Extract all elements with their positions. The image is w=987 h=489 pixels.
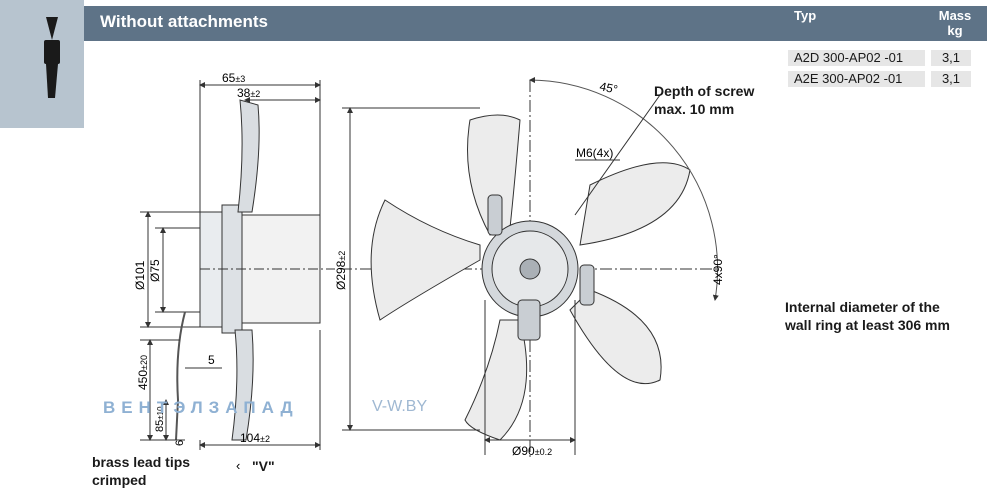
dim-m6: M6(4x) [576,146,613,160]
table-header-bar [774,6,987,41]
fan-side-icon [44,17,60,98]
table-row-1-typ: A2D 300-AP02 -01 [788,50,925,66]
dim-38: 38±2 [237,86,260,100]
dim-450: 450±20 [136,355,150,390]
view-label: "V" [252,458,275,474]
side-view [140,80,335,450]
view-arrow-icon: ‹ [236,458,240,473]
mass-unit: kg [947,23,963,38]
dim-65: 65±3 [222,71,245,85]
dim-104: 104±2 [240,431,270,445]
brass-lead-note: brass lead tips crimped [92,453,190,489]
dim-6: 6 [174,440,186,446]
angle-45: 45° [598,79,619,97]
dim-101: Ø101 [133,260,147,290]
table-row-2-typ: A2E 300-AP02 -01 [788,71,925,87]
screw-depth-note: Depth of screw max. 10 mm [654,82,754,118]
watermark-brand: ВЕНТЭЛЗАПАД [103,398,299,417]
page-title: Without attachments [100,12,268,31]
table-row-1-mass: 3,1 [931,50,971,66]
column-header-typ: Typ [794,8,817,23]
header-bar [84,6,774,41]
dim-5: 5 [208,353,215,367]
angle-4x90: 4x90° [711,254,725,285]
wall-ring-note: Internal diameter of the wall ring at le… [785,298,950,334]
wall-note-line-2: wall ring at least 306 mm [785,317,950,333]
front-view [340,77,720,460]
screw-note-line-1: Depth of screw [654,83,755,99]
wall-note-line-1: Internal diameter of the [785,299,940,315]
brass-note-line-1: brass lead tips [92,454,191,470]
brass-note-line-2: crimped [92,472,147,488]
watermark-site: V-W.BY [372,398,428,415]
screw-note-line-2: max. 10 mm [654,101,735,117]
side-tab [0,0,84,128]
dim-90: Ø90±0.2 [512,444,552,458]
dim-298: Ø298±2 [334,251,348,290]
table-row-2-mass: 3,1 [931,71,971,87]
dim-75: Ø75 [148,259,162,282]
mass-label: Mass [938,8,972,23]
column-header-mass: Mass kg [930,8,980,38]
dim-85: 85±10 [154,406,166,432]
